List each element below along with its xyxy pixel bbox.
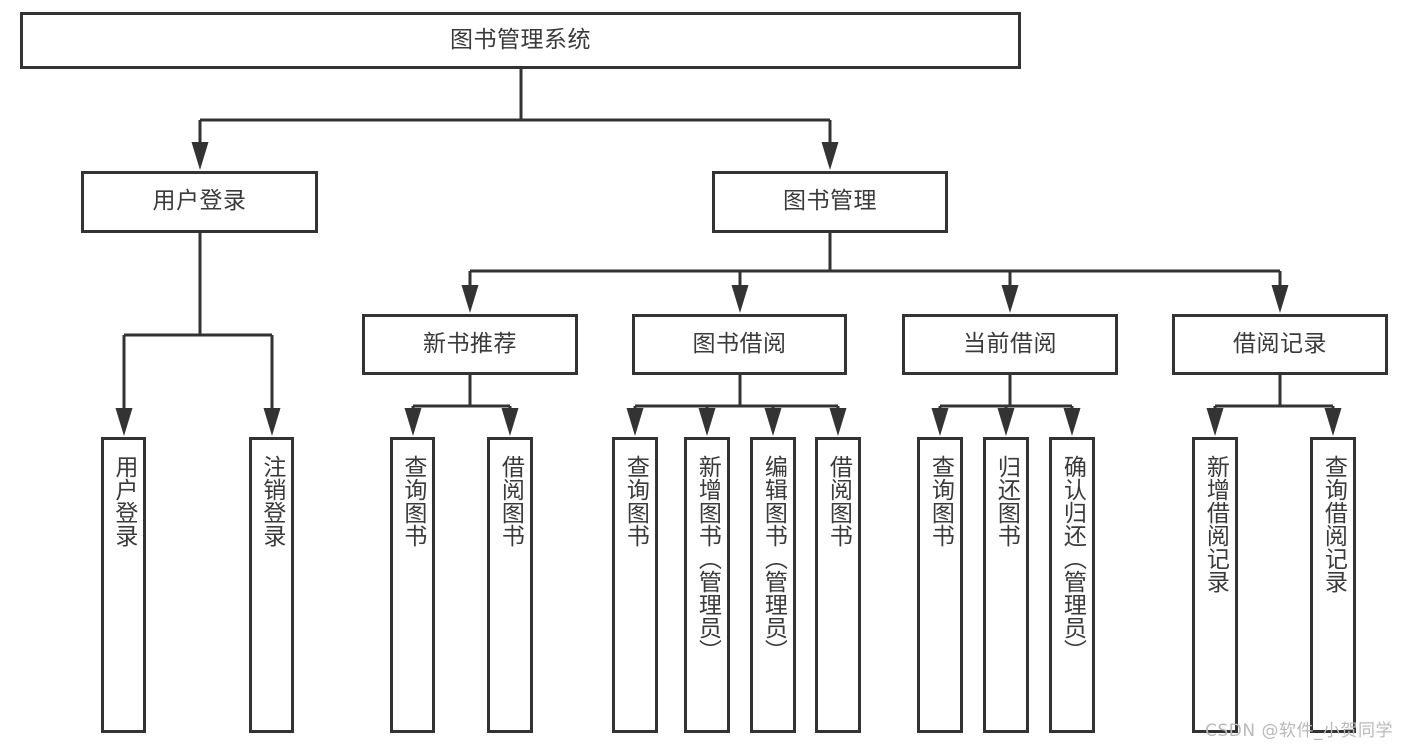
node-box-leaf_cur_confirm[interactable] xyxy=(1049,437,1095,733)
arrow-head-book-mgmt-children-3 xyxy=(1271,285,1289,313)
node-box-l1_user_login[interactable] xyxy=(81,171,318,233)
node-box-leaf_user_logout[interactable] xyxy=(249,437,294,733)
node-box-leaf_cur_return[interactable] xyxy=(983,437,1029,733)
node-box-leaf_nb_borrow[interactable] xyxy=(487,437,533,733)
node-box-l1_book_mgmt[interactable] xyxy=(712,171,948,233)
arrow-head-root-children-0 xyxy=(191,142,209,170)
node-box-l2_record[interactable] xyxy=(1172,314,1388,375)
node-box-leaf_rec_query[interactable] xyxy=(1310,437,1356,733)
node-box-leaf_bo_query[interactable] xyxy=(612,437,658,733)
node-box-leaf_rec_add[interactable] xyxy=(1192,437,1238,733)
node-box-l2_new_book[interactable] xyxy=(362,314,578,375)
node-box-root[interactable] xyxy=(20,12,1021,69)
node-box-leaf_bo_edit[interactable] xyxy=(750,437,796,733)
arrow-head-user-login-children-0 xyxy=(115,408,133,436)
node-box-l2_borrow[interactable] xyxy=(632,314,847,375)
arrow-head-current-children-0 xyxy=(931,408,949,436)
arrow-head-record-children-1 xyxy=(1324,408,1342,436)
arrow-head-borrow-children-3 xyxy=(829,408,847,436)
arrow-head-borrow-children-0 xyxy=(626,408,644,436)
node-box-leaf_nb_query[interactable] xyxy=(390,437,435,733)
watermark-text: CSDN @软件_小贺同学 xyxy=(1205,721,1393,741)
arrow-head-book-mgmt-children-1 xyxy=(731,285,749,313)
node-box-layer xyxy=(20,12,1388,733)
arrow-head-user-login-children-1 xyxy=(263,408,281,436)
arrow-head-borrow-children-1 xyxy=(698,408,716,436)
arrow-head-record-children-0 xyxy=(1206,408,1224,436)
node-box-leaf_cur_query[interactable] xyxy=(917,437,963,733)
arrow-head-new-book-children-0 xyxy=(404,408,422,436)
arrow-head-book-mgmt-children-0 xyxy=(461,285,479,313)
arrow-head-root-children-1 xyxy=(821,142,839,170)
arrow-head-current-children-2 xyxy=(1063,408,1081,436)
node-box-leaf_bo_add[interactable] xyxy=(684,437,730,733)
arrow-head-current-children-1 xyxy=(997,408,1015,436)
node-box-leaf_user_login[interactable] xyxy=(101,437,146,733)
node-box-l2_current[interactable] xyxy=(902,314,1118,375)
arrow-head-new-book-children-1 xyxy=(501,408,519,436)
node-box-leaf_bo_borrow[interactable] xyxy=(815,437,861,733)
connector-layer xyxy=(115,69,1342,436)
arrow-head-borrow-children-2 xyxy=(764,408,782,436)
arrow-head-book-mgmt-children-2 xyxy=(1001,285,1019,313)
